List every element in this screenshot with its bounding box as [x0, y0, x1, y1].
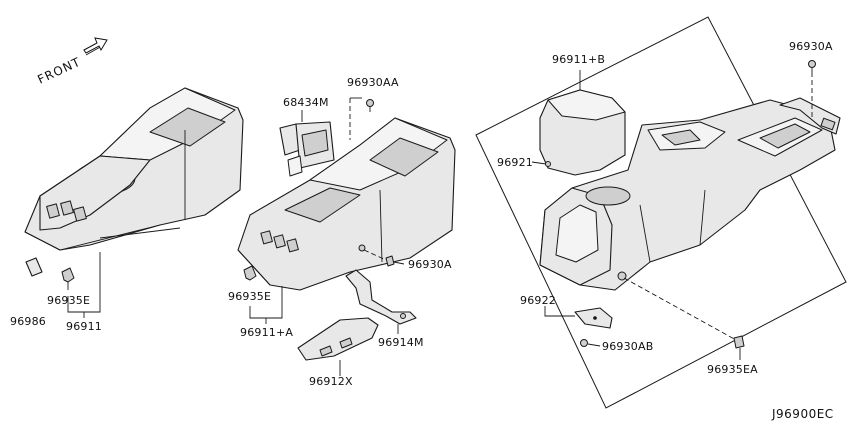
part-96986 [25, 257, 43, 277]
label-96930A-right: 96930A [789, 40, 833, 53]
clip-96935E-left [61, 267, 75, 290]
clip-96935EA [733, 335, 745, 360]
bracket-68434M [279, 121, 335, 177]
bracket-96922 [574, 307, 613, 329]
lid-96912X [297, 317, 379, 361]
screw-96930AA [366, 99, 374, 112]
leader-96922 [544, 306, 575, 317]
console-detail [539, 97, 841, 291]
screw-96930AB [580, 339, 601, 347]
clip-96935E-mid [243, 265, 257, 281]
label-96930AB: 96930AB [602, 340, 653, 353]
screw-96930A-mid [385, 255, 405, 267]
label-96930AA: 96930AA [347, 76, 399, 89]
label-96911A: 96911+A [240, 326, 293, 339]
label-96930A-mid: 96930A [408, 258, 452, 271]
console-96911 [24, 87, 244, 251]
label-96935EA: 96935EA [707, 363, 758, 376]
label-96935E-mid: 96935E [228, 290, 271, 303]
label-96912X: 96912X [309, 375, 353, 388]
detail-frame [475, 16, 847, 409]
dash-96930A-mid [363, 249, 387, 261]
label-96914M: 96914M [378, 336, 424, 349]
label-96986: 96986 [10, 315, 46, 328]
cover-96911B [539, 89, 626, 176]
label-96922: 96922 [520, 294, 556, 307]
front-arrow-icon [83, 37, 108, 56]
label-96921: 96921 [497, 156, 533, 169]
label-68434M: 68434M [283, 96, 329, 109]
front-label: FRONT [35, 55, 83, 87]
leader-96921 [531, 161, 547, 165]
label-96935E-left: 96935E [47, 294, 90, 307]
console-96911A [237, 117, 456, 291]
label-96911: 96911 [66, 320, 102, 333]
label-96911B: 96911+B [552, 53, 605, 66]
front-indicator: FRONT [35, 37, 108, 87]
screw-96930A-right [808, 60, 816, 72]
diagram-code: J96900EC [771, 407, 834, 421]
dash-96935EA [623, 277, 737, 341]
bracket-96914M [345, 269, 417, 325]
